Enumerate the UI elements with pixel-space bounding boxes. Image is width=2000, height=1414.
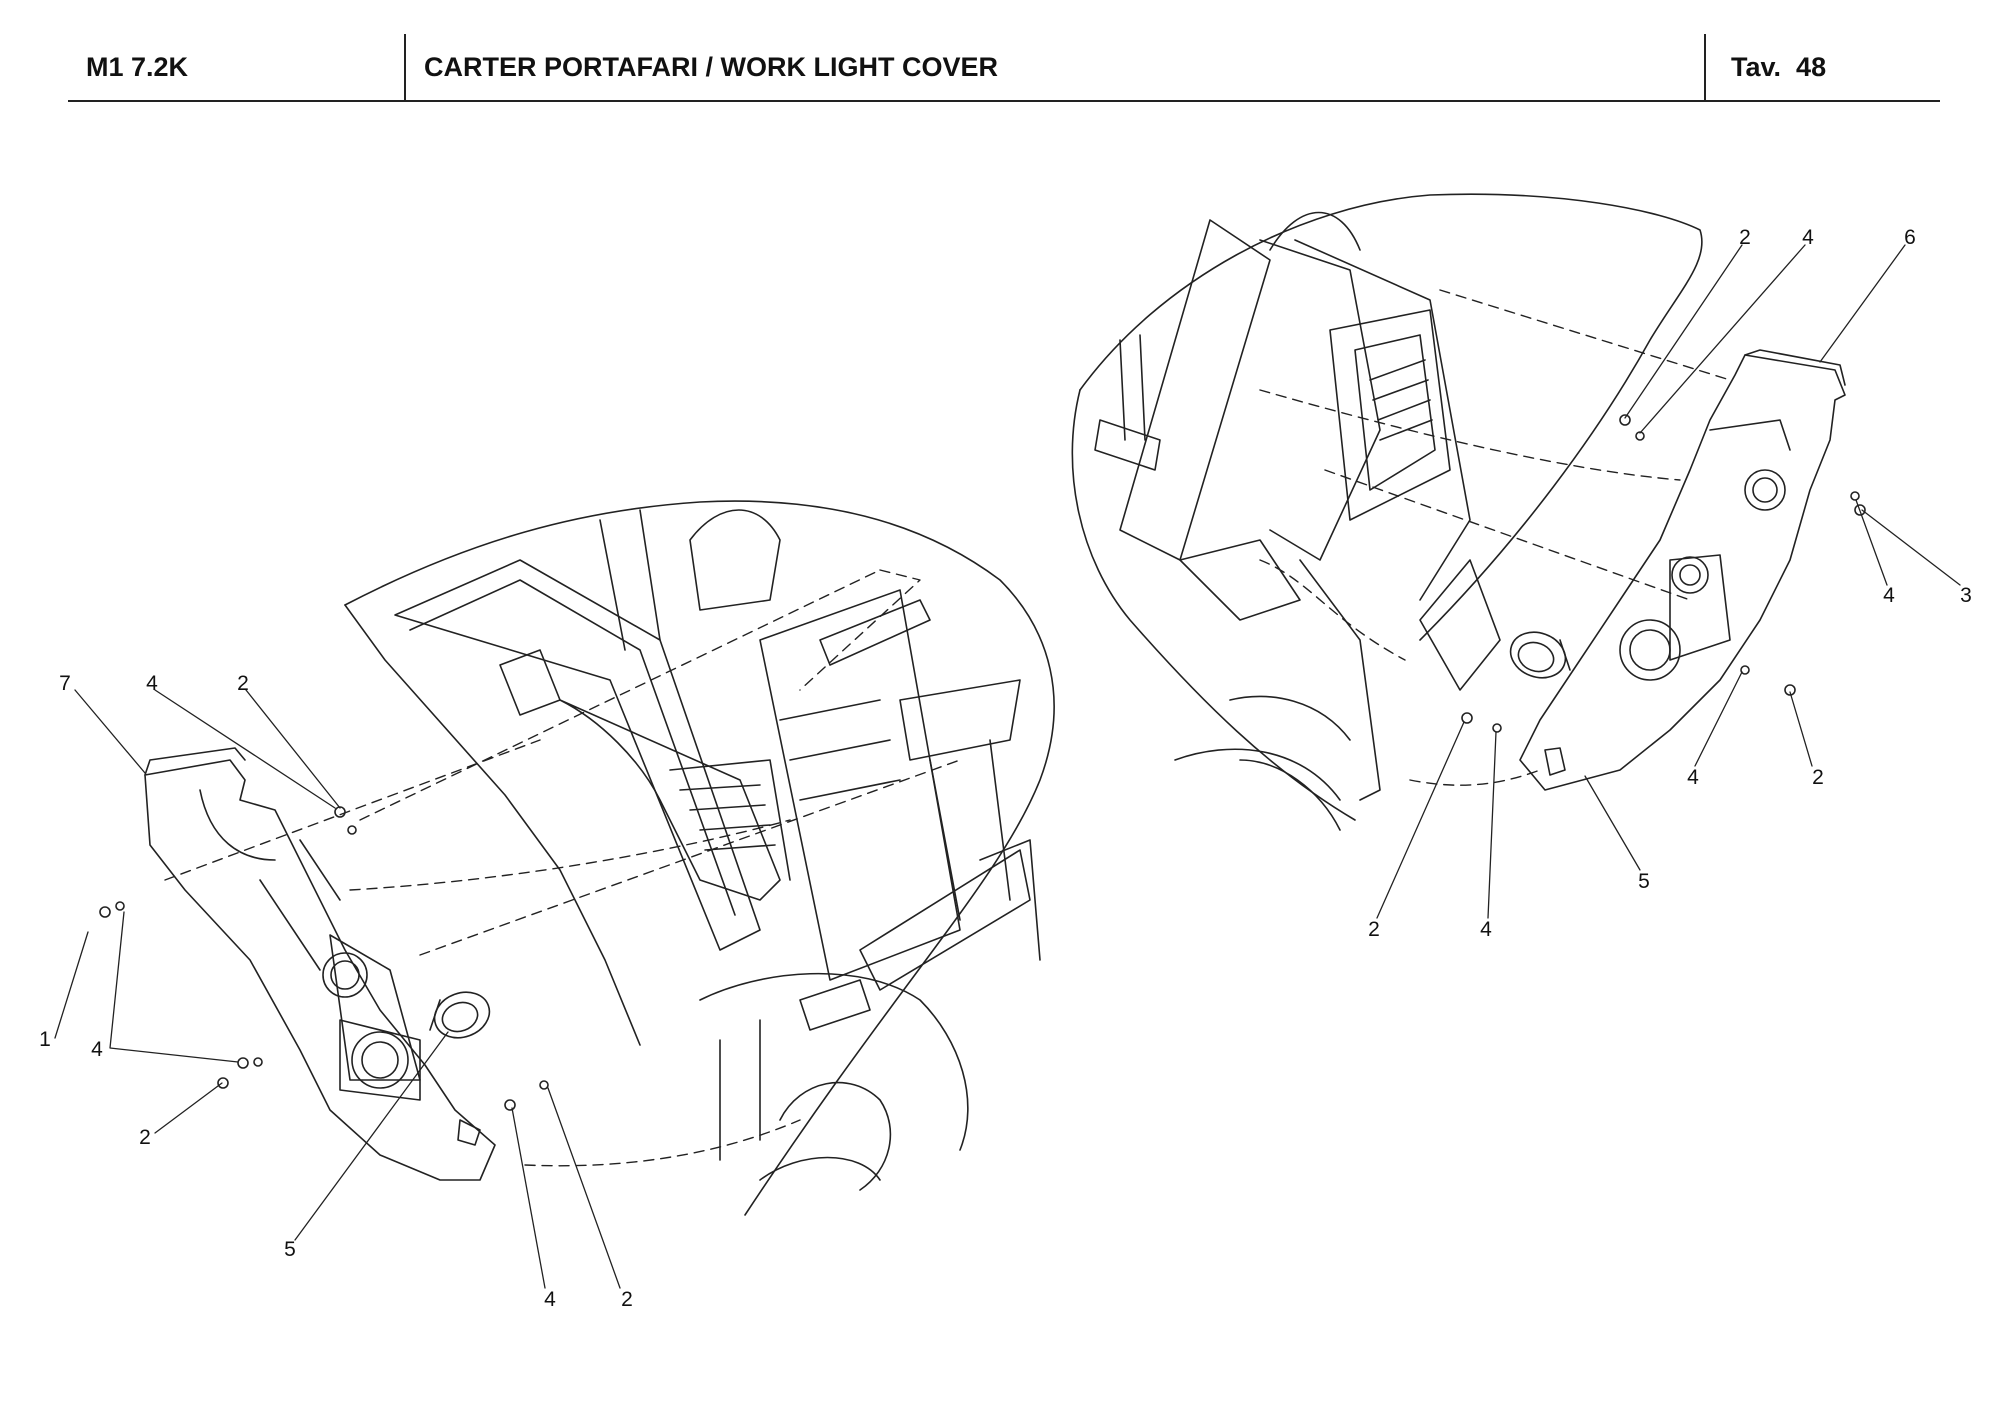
left-fasteners bbox=[99, 806, 549, 1111]
table-reference: Tav. 48 bbox=[1731, 34, 1826, 100]
left-callout-1: 1 bbox=[39, 1028, 51, 1051]
right-callout-2b: 2 bbox=[1812, 766, 1824, 789]
left-callout-7: 7 bbox=[59, 672, 71, 695]
right-callouts: 2 4 6 3 4 4 2 5 2 4 bbox=[1368, 226, 1972, 941]
leader-lines bbox=[54, 244, 1961, 1289]
table-label: Tav. bbox=[1731, 51, 1782, 82]
right-lamp-part-5 bbox=[1509, 631, 1571, 679]
left-callout-2c: 2 bbox=[621, 1288, 633, 1311]
left-callout-4a: 4 bbox=[146, 672, 158, 695]
title-block: M1 7.2K CARTER PORTAFARI / WORK LIGHT CO… bbox=[68, 34, 1940, 102]
right-callout-4a: 4 bbox=[1802, 226, 1814, 249]
left-callout-4c: 4 bbox=[544, 1288, 556, 1311]
left-lamp-part-5 bbox=[429, 991, 491, 1039]
right-callout-4b: 4 bbox=[1883, 584, 1895, 607]
left-callout-2b: 2 bbox=[139, 1126, 151, 1149]
left-callout-4b: 4 bbox=[91, 1038, 103, 1061]
right-callout-3: 3 bbox=[1960, 584, 1972, 607]
table-number: 48 bbox=[1796, 51, 1827, 82]
right-tractor-cutaway bbox=[1071, 193, 1703, 831]
right-callout-6: 6 bbox=[1904, 226, 1916, 249]
left-callout-5: 5 bbox=[284, 1238, 296, 1261]
model-code: M1 7.2K bbox=[86, 51, 189, 82]
left-assembly-lines bbox=[164, 569, 961, 1167]
right-callout-2a: 2 bbox=[1739, 226, 1751, 249]
header-divider bbox=[404, 34, 406, 100]
header-divider bbox=[1704, 34, 1706, 100]
right-callout-4d: 4 bbox=[1480, 918, 1492, 941]
right-fasteners bbox=[1461, 414, 1866, 733]
sheet-title: CARTER PORTAFARI / WORK LIGHT COVER bbox=[424, 51, 998, 82]
right-assembly-lines bbox=[1259, 289, 1731, 786]
left-cover-part-7 bbox=[144, 747, 496, 1181]
right-callout-4c: 4 bbox=[1687, 766, 1699, 789]
left-callout-2a: 2 bbox=[237, 672, 249, 695]
right-cover-part-6 bbox=[1519, 349, 1846, 791]
right-callout-2c: 2 bbox=[1368, 918, 1380, 941]
right-callout-5: 5 bbox=[1638, 870, 1650, 893]
left-callouts: 7 4 2 1 4 2 5 4 2 bbox=[39, 672, 633, 1311]
left-tractor-cutaway bbox=[344, 500, 1055, 1216]
